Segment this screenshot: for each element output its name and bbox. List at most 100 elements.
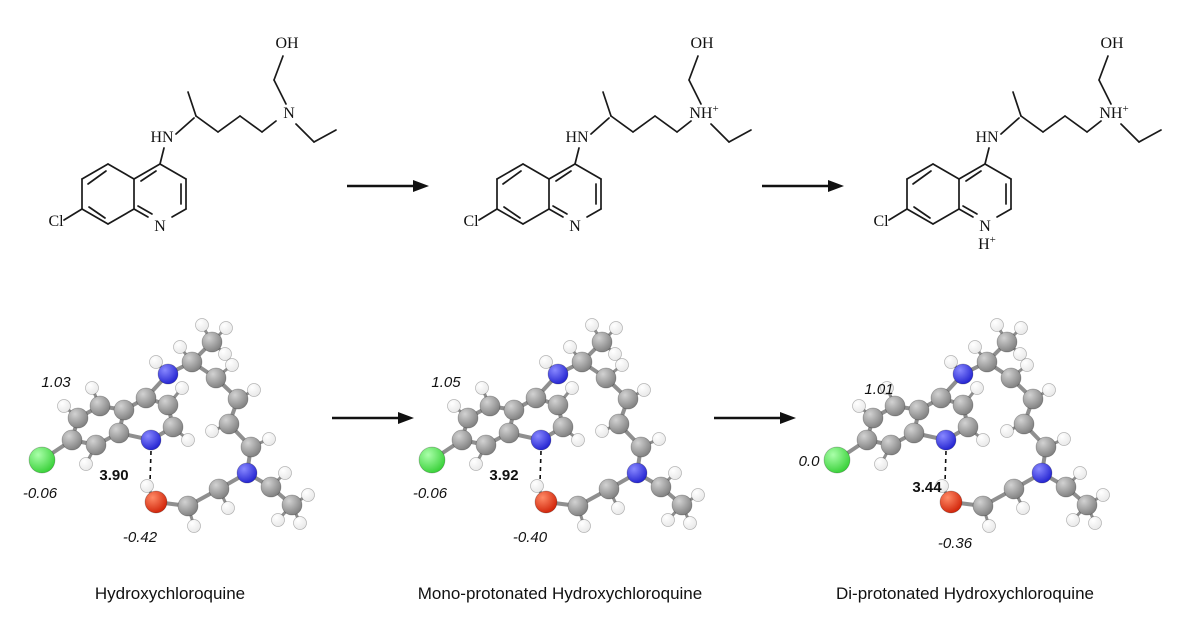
atom-hydrogen (668, 466, 682, 480)
bond-line (586, 208, 602, 218)
atom-carbon (930, 387, 952, 409)
atom-label-cl: Cl (48, 213, 64, 230)
annotation-hbond-distance: 3.92 (489, 467, 518, 484)
bond-line (503, 206, 521, 219)
atom-carbon (61, 429, 83, 451)
atom-label-ring-n: N (154, 218, 166, 235)
atom-hydrogen (880, 381, 894, 395)
bond-line (133, 208, 149, 218)
atom-hydrogen (187, 519, 201, 533)
atom-carbon (591, 331, 613, 353)
arrow-head (780, 412, 796, 424)
atom-carbon (862, 407, 884, 429)
atom-nitrogen (236, 462, 258, 484)
atom-label-ring-n: N (979, 218, 991, 235)
reaction-arrow-icon (332, 412, 414, 424)
atom-carbon (1003, 478, 1025, 500)
bond-line (906, 163, 934, 180)
atom-hydrogen (447, 399, 461, 413)
atom-label-ring-n: N (569, 218, 581, 235)
atom-carbon (1000, 367, 1022, 389)
bond-line (81, 208, 109, 225)
caption-hydroxychloroquine: Hydroxychloroquine (94, 584, 246, 603)
atom-carbon (996, 331, 1018, 353)
bond-line (1064, 115, 1088, 133)
atom-hydrogen (278, 466, 292, 480)
atom-oxygen (939, 490, 963, 514)
bond-line (632, 115, 656, 133)
bond-line (552, 205, 568, 215)
bond-line (522, 208, 550, 225)
bond-line (1012, 91, 1022, 117)
hydrogen-bond-dashed-line (539, 450, 542, 484)
atom-carbon (85, 434, 107, 456)
atom-carbon (208, 478, 230, 500)
atom-hydrogen (990, 318, 1004, 332)
atom-hydrogen (149, 355, 163, 369)
bond-line (728, 129, 752, 143)
model-3d-monoprotonated: 1.05-0.063.92-0.40 (413, 318, 705, 546)
atom-carbon (260, 476, 282, 498)
bond-line (1138, 129, 1162, 143)
atom-hydrogen (585, 318, 599, 332)
bond-line (195, 115, 219, 133)
atom-carbon (479, 395, 501, 417)
model-3d-diprotonated: 1.010.03.44-0.36 (799, 318, 1110, 552)
atom-hydrogen (79, 457, 93, 471)
atom-carbon (630, 436, 652, 458)
bond-line (159, 147, 165, 165)
bond-line (107, 163, 135, 180)
bond-line (555, 170, 572, 182)
atom-hydrogen (968, 340, 982, 354)
atom-hydrogen (611, 501, 625, 515)
bond-line (496, 208, 524, 225)
bond-line (962, 205, 978, 215)
atom-hydrogen (1000, 424, 1014, 438)
atom-hydrogen (1020, 358, 1034, 372)
atom-hydrogen (577, 519, 591, 533)
atom-chlorine (28, 446, 56, 474)
atom-carbon (240, 436, 262, 458)
atom-hydrogen (293, 516, 307, 530)
atom-hydrogen (175, 381, 189, 395)
atom-nitrogen (935, 429, 957, 451)
atom-oxygen (534, 490, 558, 514)
hydrogen-bond-dashed-line (149, 450, 152, 484)
bond-line (958, 163, 986, 180)
atom-hydrogen (219, 321, 233, 335)
bond-line (688, 55, 699, 81)
atom-label-ring-nh-plus: H+ (978, 234, 996, 253)
atom-carbon (976, 351, 998, 373)
atom-hydrogen (608, 347, 622, 361)
bond-line (522, 163, 550, 180)
atom-hydrogen (637, 383, 651, 397)
bond-line (548, 208, 564, 218)
atom-carbon (957, 416, 979, 438)
atom-hydrogen (615, 358, 629, 372)
atom-label-side-n: NH+ (1099, 103, 1128, 122)
bond-line (87, 170, 107, 185)
arrow-head (828, 180, 844, 192)
bond-line (1042, 115, 1066, 133)
bond-line (688, 79, 702, 105)
atom-label-side-n: NH+ (689, 103, 718, 122)
caption-diprotonated: Di-protonated Hydroxychloroquine (836, 584, 1094, 603)
atom-hydrogen (539, 355, 553, 369)
annotation-cl-charge: 0.0 (799, 453, 821, 470)
atom-carbon (1013, 413, 1035, 435)
bond-line (239, 115, 263, 133)
atom-nitrogen (626, 462, 648, 484)
atom-hydrogen (1066, 513, 1080, 527)
atom-hydrogen (661, 513, 675, 527)
atom-hydrogen (262, 432, 276, 446)
atom-label-cl: Cl (873, 213, 889, 230)
atom-hydrogen (469, 457, 483, 471)
bond-line (610, 115, 634, 133)
bond-line (654, 115, 678, 133)
bond-line (965, 170, 982, 182)
atom-label-oh: OH (690, 35, 714, 52)
bond-line (81, 163, 109, 180)
atom-carbon (135, 387, 157, 409)
bond-line (1098, 55, 1109, 81)
